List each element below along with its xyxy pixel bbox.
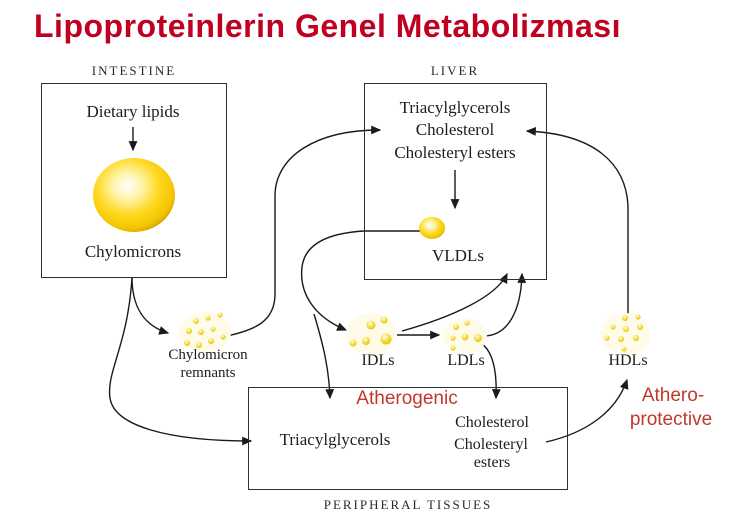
liver-triacylglycerols-label: Triacylglycerols [399,98,511,117]
vldl-sphere [419,217,445,239]
remnants-particles [179,312,231,352]
liver-box [364,83,547,280]
page-title: Lipoproteinlerin Genel Metabolizması [34,8,621,44]
peripheral-cholesterol-label: Cholesterol [455,414,529,431]
liver-cholesterol-label: Cholesterol [415,120,495,139]
arrow-chylomicrons-to-remnants [131,276,170,335]
idl-label: IDLs [361,352,395,369]
atherogenic-label: Atherogenic [356,388,458,409]
athero-protective-label-line1: Athero- [641,385,705,406]
arrow-chylomicrons-to-peripheral [108,276,253,446]
peripheral-cholesteryl-label: Cholesteryl [454,436,528,453]
liver-cholesteryl-esters-label: Cholesteryl esters [394,143,516,162]
chylomicron-remnants-label-line1: Chylomicron [168,347,248,363]
peripheral-tissues-label: PERIPHERAL TISSUES [323,497,493,512]
hdl-particles [601,313,651,355]
arrow-peripheral-to-hdl [545,378,629,443]
arrow-ldl-to-peripheral [480,342,501,400]
peripheral-tissues-box [248,387,568,490]
idl-particles [346,313,396,355]
arrow-ldl-to-liver [481,272,527,337]
arrow-idl-to-peripheral [313,313,335,400]
peripheral-triacylglycerols-label: Triacylglycerols [279,430,391,449]
chylomicron-sphere [93,158,175,232]
dietary-lipids-label: Dietary lipids [86,102,180,121]
chylomicrons-label: Chylomicrons [84,242,182,261]
hdl-label: HDLs [608,352,648,369]
intestine-label: INTESTINE [91,63,177,78]
vldl-label: VLDLs [432,246,484,265]
ldl-particles [443,318,487,354]
arrow-hdl-to-liver [525,126,629,315]
arrow-vldl-to-idl [300,230,420,331]
liver-label: LIVER [430,63,480,78]
ldl-label: LDLs [447,352,485,369]
peripheral-esters-label: esters [473,454,511,471]
chylomicron-remnants-label-line2: remnants [180,365,236,381]
arrow-idl-to-liver [401,272,508,332]
arrow-remnants-to-liver [226,125,382,337]
intestine-box [41,83,227,278]
athero-protective-label-line2: protective [629,409,713,430]
